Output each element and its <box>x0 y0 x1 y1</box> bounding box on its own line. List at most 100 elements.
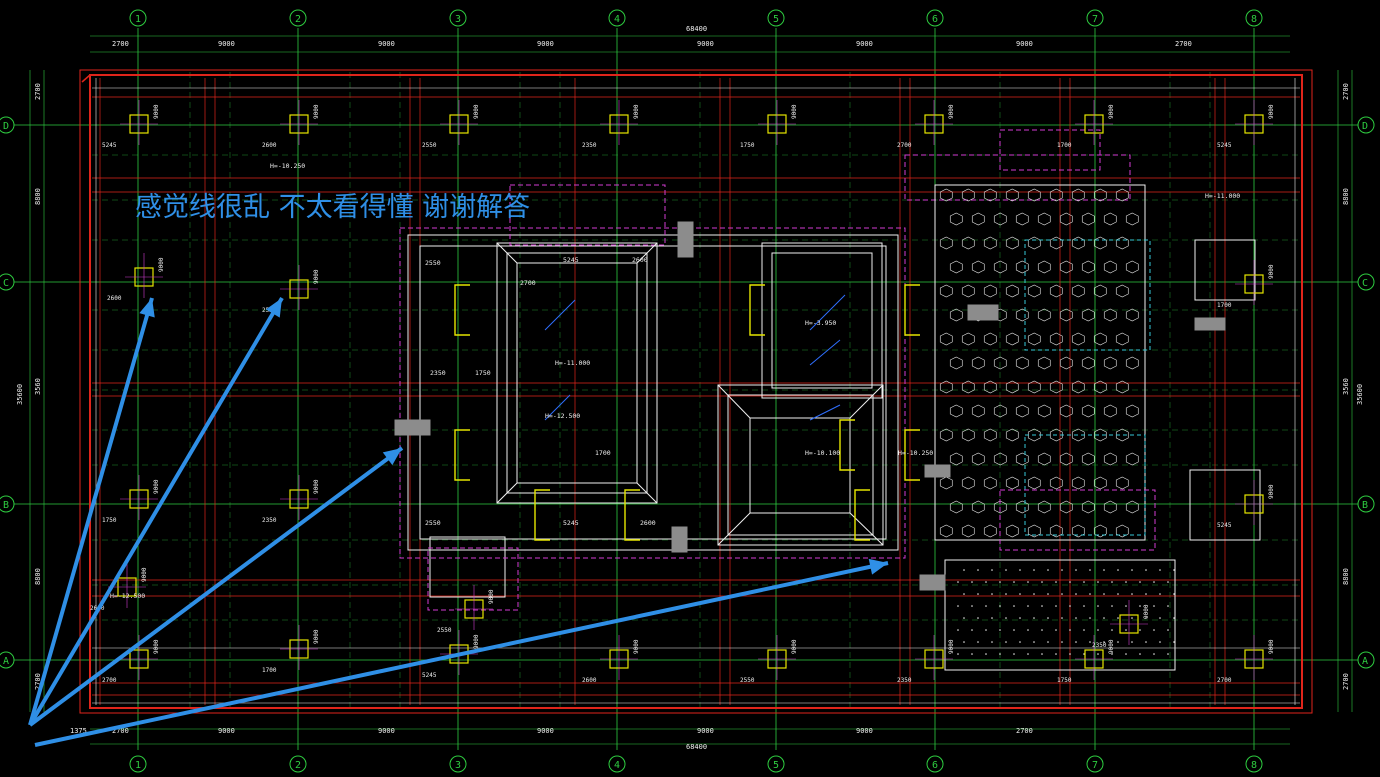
dot-hatch <box>1159 641 1161 643</box>
dot-hatch <box>963 569 965 571</box>
hex-hatch <box>1059 452 1073 466</box>
cap-dimension: 9000 <box>1268 264 1275 279</box>
grey-patch-2 <box>967 304 999 321</box>
pit-outline-10 <box>429 536 506 598</box>
dot-hatch <box>1041 581 1043 583</box>
axis-bubble-left-C <box>0 273 15 291</box>
pit-chamfer <box>636 482 658 504</box>
axis-bubble-top-2 <box>289 9 307 27</box>
dot-hatch <box>1173 593 1175 595</box>
dot-hatch <box>1167 581 1169 583</box>
hex-hatch <box>1049 188 1063 202</box>
axis-bubble-top-4 <box>608 9 626 27</box>
foundation-offset-edge <box>79 69 1313 714</box>
bottom-dimension-0: 1375 <box>70 727 87 735</box>
annotation-arrow-2 <box>28 446 404 727</box>
axis-bubble-top-5 <box>767 9 785 27</box>
cap-dimension: 9000 <box>948 104 955 119</box>
dot-hatch <box>1111 629 1113 631</box>
hatch-zone-hex <box>934 184 1146 541</box>
dot-hatch <box>985 605 987 607</box>
bottom-dimension-2: 9000 <box>218 727 235 735</box>
cap-dimension: 9000 <box>633 104 640 119</box>
dot-hatch <box>971 605 973 607</box>
cap-dimension: 9000 <box>313 629 320 644</box>
left-dimension-3: 8800 <box>34 568 42 585</box>
top-dimension-2: 9000 <box>378 40 395 48</box>
hex-hatch <box>1005 236 1019 250</box>
hex-hatch <box>949 404 963 418</box>
cap-dimension: 2600 <box>262 142 277 149</box>
hatch-zones <box>934 184 1261 671</box>
hex-hatch <box>1081 452 1095 466</box>
pit-outline-6 <box>771 252 873 389</box>
axis-label-bottom-3: 3 <box>455 760 461 771</box>
dot-hatch <box>1033 617 1035 619</box>
hex-hatch <box>1071 188 1085 202</box>
right-dimension-0: 2700 <box>1342 83 1350 100</box>
cyan-zone <box>1024 239 1151 351</box>
cap-dimension: 2350 <box>262 517 277 524</box>
axis-label-bottom-5: 5 <box>773 760 779 771</box>
bottom-dimension-3: 9000 <box>378 727 395 735</box>
dot-hatch <box>1089 641 1091 643</box>
grey-patch-5 <box>671 526 688 553</box>
top-dimension-6: 9000 <box>1016 40 1033 48</box>
dot-hatch <box>1103 569 1105 571</box>
dot-hatch <box>1055 629 1057 631</box>
hex-hatch <box>1037 500 1051 514</box>
dot-hatch <box>1013 605 1015 607</box>
annotation-arrowhead-2 <box>382 448 402 466</box>
dot-hatch <box>1089 617 1091 619</box>
axis-bubble-right-C <box>1357 273 1375 291</box>
cap-dimension: 9000 <box>313 269 320 284</box>
dot-hatch <box>957 581 959 583</box>
dot-hatch <box>999 581 1001 583</box>
axis-label-right-D: D <box>1362 121 1368 132</box>
hex-hatch <box>983 236 997 250</box>
right-dimension-4: 2700 <box>1342 673 1350 690</box>
hex-hatch <box>961 284 975 298</box>
hex-hatch <box>939 236 953 250</box>
hex-hatch <box>1125 212 1139 226</box>
cap-dimension: 2700 <box>102 677 117 684</box>
cap-dimension: 2550 <box>437 627 452 634</box>
dot-hatch <box>1027 581 1029 583</box>
axis-label-left-D: D <box>3 121 9 132</box>
hex-hatch <box>961 188 975 202</box>
dot-hatch <box>1153 605 1155 607</box>
dot-hatch <box>1173 641 1175 643</box>
pit-chamfer <box>849 384 884 419</box>
hex-hatch <box>993 260 1007 274</box>
dot-hatch <box>1139 581 1141 583</box>
level-label-3: H=-3.950 <box>805 319 836 327</box>
left-total-dimension: 35600 <box>16 384 24 405</box>
pit-dimension-0: 5245 <box>563 256 579 264</box>
axis-bubble-bottom-4 <box>608 755 626 773</box>
cap-dimension: 2350 <box>897 677 912 684</box>
hex-hatch <box>1103 452 1117 466</box>
hex-hatch <box>1103 260 1117 274</box>
axis-label-bottom-7: 7 <box>1092 760 1098 771</box>
hex-hatch <box>1125 500 1139 514</box>
cap-dimension: 9000 <box>1268 639 1275 654</box>
slope-indicator <box>809 339 841 366</box>
dot-hatch <box>977 569 979 571</box>
dot-hatch <box>1041 653 1043 655</box>
hex-hatch <box>1037 452 1051 466</box>
dot-hatch <box>1061 617 1063 619</box>
hex-hatch <box>1081 212 1095 226</box>
axis-bubble-top-8 <box>1245 9 1263 27</box>
dot-hatch <box>1041 629 1043 631</box>
hex-hatch <box>961 380 975 394</box>
axis-label-bottom-2: 2 <box>295 760 301 771</box>
wall-segment-0 <box>454 284 470 336</box>
hex-hatch <box>939 332 953 346</box>
cap-dimension: 1750 <box>1057 677 1072 684</box>
hex-hatch <box>939 428 953 442</box>
hex-hatch <box>1037 260 1051 274</box>
cap-dimension: 2550 <box>422 142 437 149</box>
hex-hatch <box>1015 404 1029 418</box>
hex-hatch <box>939 380 953 394</box>
